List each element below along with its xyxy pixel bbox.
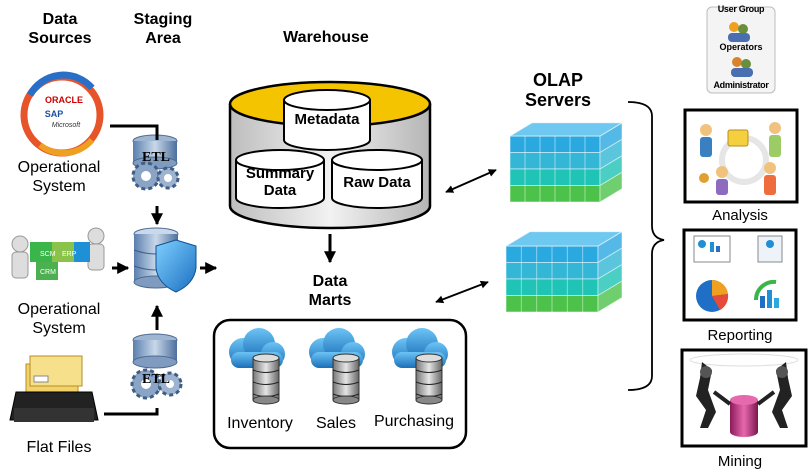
metadata-cylinder bbox=[283, 89, 371, 151]
mart-label-inventory: Inventory bbox=[227, 415, 293, 432]
source-label-flat-files: Flat Files bbox=[26, 439, 92, 456]
mining-image bbox=[680, 348, 808, 448]
crm-text: CRM bbox=[40, 269, 56, 276]
microsoft-logo-text: Microsoft bbox=[52, 122, 81, 129]
olap-cube-top bbox=[508, 121, 624, 203]
staging-database-shield-icon bbox=[133, 227, 197, 293]
tools-bracket bbox=[627, 101, 665, 391]
erp-text: ERP bbox=[62, 251, 77, 258]
header-warehouse: Warehouse bbox=[283, 29, 369, 46]
data-mart-icons bbox=[229, 328, 448, 405]
summary-data-cylinder bbox=[235, 149, 325, 209]
enterprise-logos-icon: ORACLE SAP Microsoft bbox=[20, 71, 104, 157]
olap-cube-bottom bbox=[504, 230, 624, 313]
user-group-box bbox=[706, 6, 776, 94]
raw-data-label: Raw Data bbox=[343, 174, 411, 191]
mart-cloud-db-icon bbox=[309, 328, 365, 405]
mart-cloud-db-icon bbox=[392, 328, 448, 405]
mart-cloud-db-icon bbox=[229, 328, 285, 405]
sap-logo-text: SAP bbox=[45, 109, 64, 119]
tool-label-mining: Mining bbox=[717, 453, 763, 470]
source-flow-lines bbox=[104, 124, 218, 416]
marts-olap-double-arrow bbox=[435, 280, 489, 304]
tool-label-reporting: Reporting bbox=[707, 327, 773, 344]
file-tray-icon bbox=[9, 355, 99, 422]
user-group-administrator: Administrator bbox=[713, 80, 769, 90]
etl-gear-icon-bottom bbox=[130, 333, 183, 400]
metadata-label: Metadata bbox=[294, 111, 360, 128]
etl-label-top: ETL bbox=[141, 150, 170, 165]
mart-label-sales: Sales bbox=[315, 415, 357, 432]
mart-label-purchasing: Purchasing bbox=[373, 413, 455, 430]
scm-text: SCM bbox=[40, 251, 56, 258]
operators-user-icon bbox=[728, 22, 750, 42]
user-group-title: User Group bbox=[717, 4, 765, 14]
raw-data-cylinder bbox=[331, 149, 423, 209]
etl-label-bottom: ETL bbox=[141, 372, 170, 387]
user-group-operators: Operators bbox=[719, 42, 763, 52]
tool-label-analysis: Analysis bbox=[712, 207, 768, 224]
administrator-user-icon bbox=[731, 57, 753, 77]
etl-gear-icon-top bbox=[131, 134, 180, 191]
reporting-image bbox=[682, 228, 798, 322]
oracle-logo-text: ORACLE bbox=[45, 95, 83, 105]
puzzle-people-icon: SCM CRM ERP bbox=[11, 227, 105, 280]
analysis-image bbox=[683, 108, 799, 204]
warehouse-olap-double-arrow bbox=[445, 169, 497, 193]
